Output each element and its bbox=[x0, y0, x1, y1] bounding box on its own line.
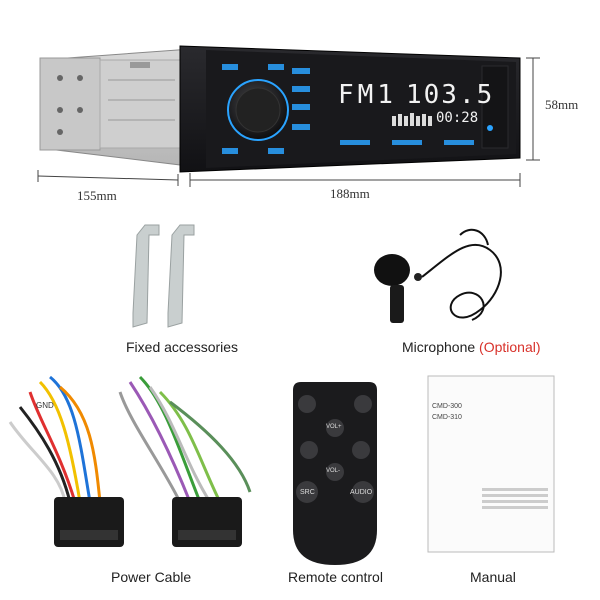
label-fixed-accessories: Fixed accessories bbox=[126, 339, 239, 355]
optional-note: (Optional) bbox=[479, 339, 541, 355]
dimension-depth: 155mm bbox=[77, 188, 117, 203]
display-band: FM1 bbox=[338, 80, 397, 110]
radio-unit-drawing bbox=[37, 45, 540, 187]
dimension-height: 58mm bbox=[545, 97, 579, 112]
dimension-width: 188mm bbox=[330, 186, 370, 201]
remote-control-image bbox=[293, 382, 377, 565]
label-manual: Manual bbox=[470, 569, 516, 585]
microphone-image bbox=[374, 228, 502, 323]
manual-model-1: CMD-300 bbox=[432, 403, 462, 410]
remote-btn-audio: AUDIO bbox=[350, 489, 373, 496]
manual-image bbox=[427, 375, 555, 553]
label-remote-control: Remote control bbox=[288, 569, 383, 585]
cable-tag: GND bbox=[36, 401, 54, 410]
display-clock: 00:28 bbox=[436, 110, 479, 126]
manual-model-2: CMD-310 bbox=[432, 414, 462, 421]
remote-btn-src: SRC bbox=[300, 489, 315, 496]
microphone-name: Microphone bbox=[402, 339, 476, 355]
label-microphone: Microphone (Optional) bbox=[402, 339, 541, 355]
power-cable-image bbox=[8, 375, 252, 547]
removal-keys-image bbox=[132, 224, 195, 328]
remote-btn-vol-up: VOL+ bbox=[326, 424, 342, 430]
remote-btn-vol-down: VOL- bbox=[326, 468, 341, 474]
display-frequency: 103.5 bbox=[406, 80, 495, 110]
label-power-cable: Power Cable bbox=[111, 569, 192, 585]
